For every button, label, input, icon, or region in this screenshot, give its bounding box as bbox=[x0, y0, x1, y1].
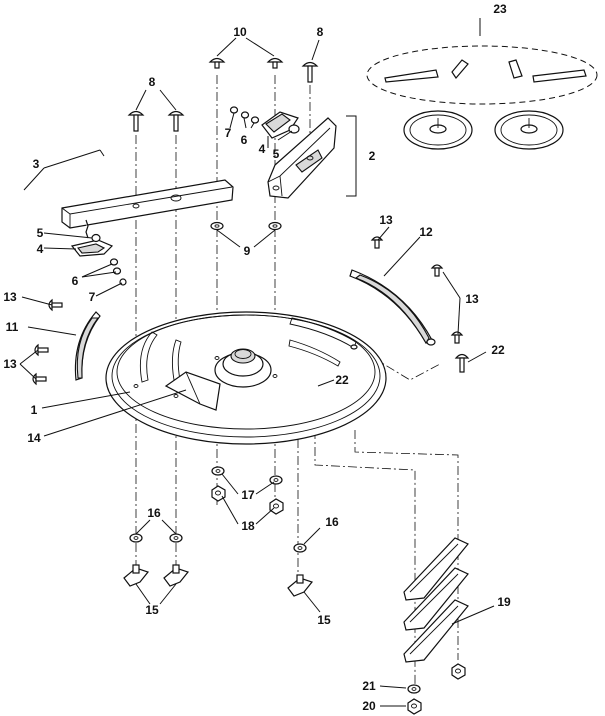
callout-5: 5 bbox=[273, 147, 280, 161]
carriage-bolt bbox=[127, 110, 145, 132]
clip-4-lower bbox=[70, 219, 127, 286]
bracket-2 bbox=[267, 117, 337, 199]
callout-22: 22 bbox=[335, 373, 349, 387]
cutting-disc-1 bbox=[105, 311, 387, 445]
carriage-bolt bbox=[301, 61, 319, 83]
callout-16: 16 bbox=[325, 515, 339, 529]
leader-lines bbox=[19, 18, 495, 707]
carriage-bolt bbox=[167, 110, 185, 132]
callout-12: 12 bbox=[419, 225, 433, 239]
callout-8: 8 bbox=[149, 75, 156, 89]
callout-22: 22 bbox=[491, 343, 505, 357]
callout-10: 10 bbox=[233, 25, 247, 39]
screw bbox=[430, 264, 444, 277]
callout-18: 18 bbox=[241, 519, 255, 533]
callout-20: 20 bbox=[362, 699, 376, 713]
blade-disc-left bbox=[403, 110, 473, 150]
callout-14: 14 bbox=[27, 431, 41, 445]
screw bbox=[34, 343, 49, 357]
screw bbox=[454, 353, 470, 373]
blades-19 bbox=[403, 537, 469, 715]
plate-14 bbox=[164, 371, 221, 411]
callout-labels: 23 10 8 8 3 7 6 4 5 2 9 5 4 6 7 13 11 13… bbox=[3, 2, 511, 713]
callout-8: 8 bbox=[317, 25, 324, 39]
carriage-bolt bbox=[266, 57, 284, 69]
callout-21: 21 bbox=[362, 679, 376, 693]
screw bbox=[32, 372, 47, 386]
washers-9 bbox=[210, 221, 282, 231]
kit-group-23 bbox=[366, 45, 598, 150]
callout-6: 6 bbox=[241, 133, 248, 147]
screw bbox=[370, 236, 384, 249]
screw bbox=[450, 331, 464, 344]
callout-4: 4 bbox=[259, 142, 266, 156]
callout-6: 6 bbox=[72, 274, 79, 288]
callout-16: 16 bbox=[147, 506, 161, 520]
wing-knob bbox=[287, 574, 314, 597]
support-bar-3 bbox=[61, 179, 234, 229]
callout-7: 7 bbox=[225, 126, 232, 140]
callout-19: 19 bbox=[497, 595, 511, 609]
callout-15: 15 bbox=[317, 613, 331, 627]
hardware-17-18 bbox=[211, 466, 284, 515]
callout-23: 23 bbox=[493, 2, 507, 16]
callout-11: 11 bbox=[6, 320, 19, 334]
bracket-2-brace bbox=[346, 115, 357, 197]
deflector-11 bbox=[74, 311, 101, 381]
bolts-8-10 bbox=[127, 57, 319, 132]
callout-13: 13 bbox=[3, 290, 17, 304]
callout-13: 13 bbox=[465, 292, 479, 306]
callout-5: 5 bbox=[37, 226, 44, 240]
callout-3: 3 bbox=[33, 157, 40, 171]
callout-7: 7 bbox=[89, 290, 96, 304]
wing-knob bbox=[123, 564, 150, 587]
callout-9: 9 bbox=[244, 244, 251, 258]
callout-13: 13 bbox=[379, 213, 393, 227]
callout-15: 15 bbox=[145, 603, 159, 617]
callout-2: 2 bbox=[369, 149, 376, 163]
hardware-15-16 bbox=[123, 533, 314, 597]
callout-4: 4 bbox=[37, 242, 44, 256]
callout-13: 13 bbox=[3, 357, 17, 371]
carriage-bolt bbox=[208, 57, 226, 69]
blade-disc-right bbox=[494, 110, 564, 150]
callout-17: 17 bbox=[241, 488, 255, 502]
deflector-12 bbox=[349, 269, 436, 346]
wing-knob bbox=[163, 564, 190, 587]
callout-1: 1 bbox=[31, 403, 38, 417]
